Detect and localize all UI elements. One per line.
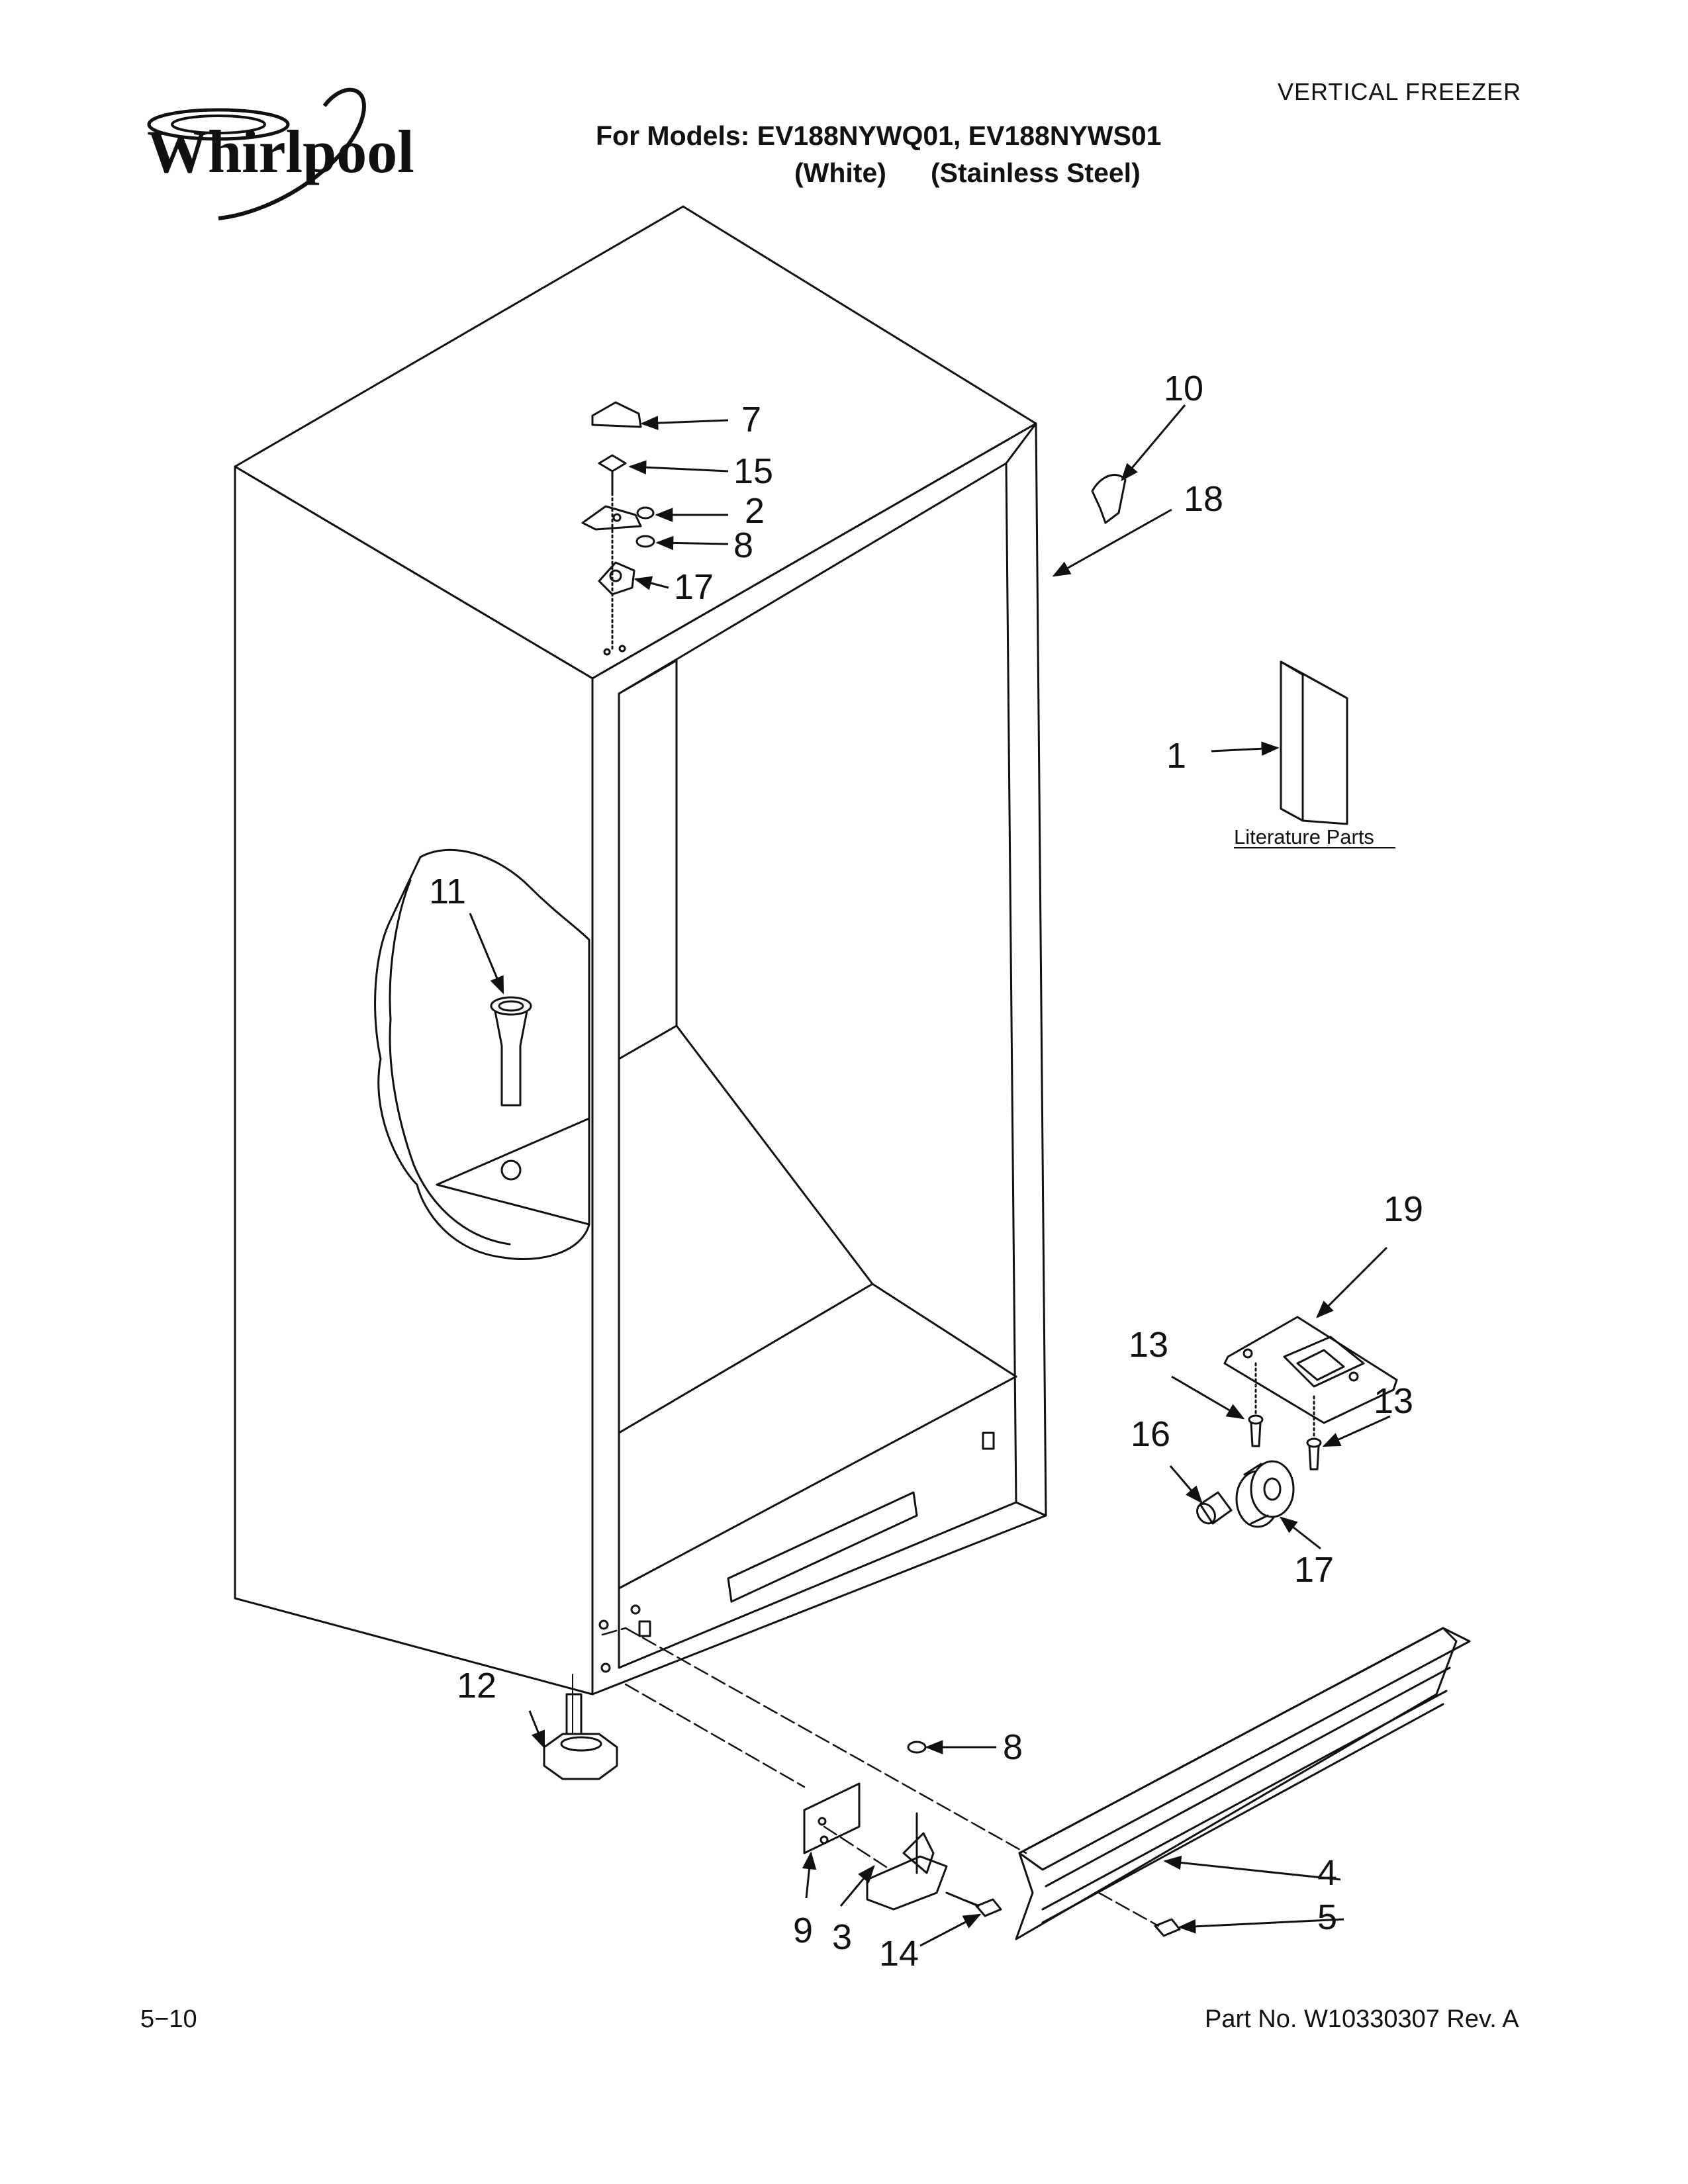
callout-1: 1 — [1166, 736, 1186, 776]
variant-stainless-steel: (Stainless Steel) — [931, 158, 1141, 188]
literature-parts-label: Literature Parts — [1234, 825, 1374, 848]
callout-9: 9 — [793, 1911, 813, 1950]
callout-13-right: 13 — [1374, 1381, 1413, 1421]
callout-18: 16 — [1131, 1414, 1170, 1454]
callout-2: 2 — [745, 491, 765, 531]
callout-5: 7 — [741, 400, 761, 439]
part-10 — [1091, 474, 1127, 524]
document-type: VERTICAL FREEZER — [1278, 78, 1522, 105]
callout-14-bottom: 14 — [879, 1934, 919, 1974]
screw-13-a — [1248, 1362, 1264, 1447]
callout-7: 5 — [1317, 1897, 1337, 1937]
callout-14-top: 15 — [733, 451, 773, 491]
cutaway-view — [374, 848, 590, 1261]
part-3-hinge — [866, 1741, 948, 1911]
callout-8-top: 8 — [733, 525, 753, 565]
top-hinge-parts — [581, 401, 655, 656]
part-19-roller — [1235, 1460, 1295, 1528]
part-17-hinge — [1223, 1316, 1398, 1424]
leveling-leg — [543, 1674, 618, 1780]
callout-12: 12 — [457, 1666, 496, 1706]
screw-13-b — [1306, 1395, 1322, 1471]
literature-book — [1280, 660, 1348, 825]
part-4-toe-grille — [1015, 1627, 1471, 1940]
callout-13-left: 13 — [1129, 1325, 1168, 1365]
callout-8-bottom: 8 — [1003, 1727, 1023, 1767]
alignment-lines — [601, 1627, 1160, 1927]
callout-16: 18 — [1184, 479, 1223, 519]
models-line: For Models: EV188NYWQ01, EV188NYWS01 — [596, 120, 1162, 151]
page-number: 5−10 — [140, 2005, 197, 2033]
screw-7 — [1154, 1918, 1181, 1937]
callout-10: 10 — [1164, 369, 1203, 408]
leader-arrows — [469, 404, 1391, 1947]
callout-15: 17 — [674, 567, 714, 607]
callout-17: 19 — [1383, 1189, 1423, 1229]
cabinet-body — [234, 205, 1047, 1696]
part-9-bracket — [803, 1782, 861, 1854]
callout-labels: 7 15 2 8 17 10 18 1 11 12 19 13 13 16 17… — [429, 369, 1423, 1974]
brand-name: Whirlpool — [147, 118, 414, 185]
part-number: Part No. W10330307 Rev. A — [1205, 2005, 1519, 2033]
whirlpool-logo: Whirlpool — [147, 87, 414, 220]
callout-11: 11 — [429, 872, 466, 911]
callout-19: 17 — [1294, 1550, 1334, 1590]
variant-white: (White) — [794, 158, 886, 188]
callout-3: 3 — [832, 1917, 852, 1957]
part-18-pin — [1196, 1491, 1233, 1525]
callout-4: 4 — [1317, 1853, 1337, 1893]
